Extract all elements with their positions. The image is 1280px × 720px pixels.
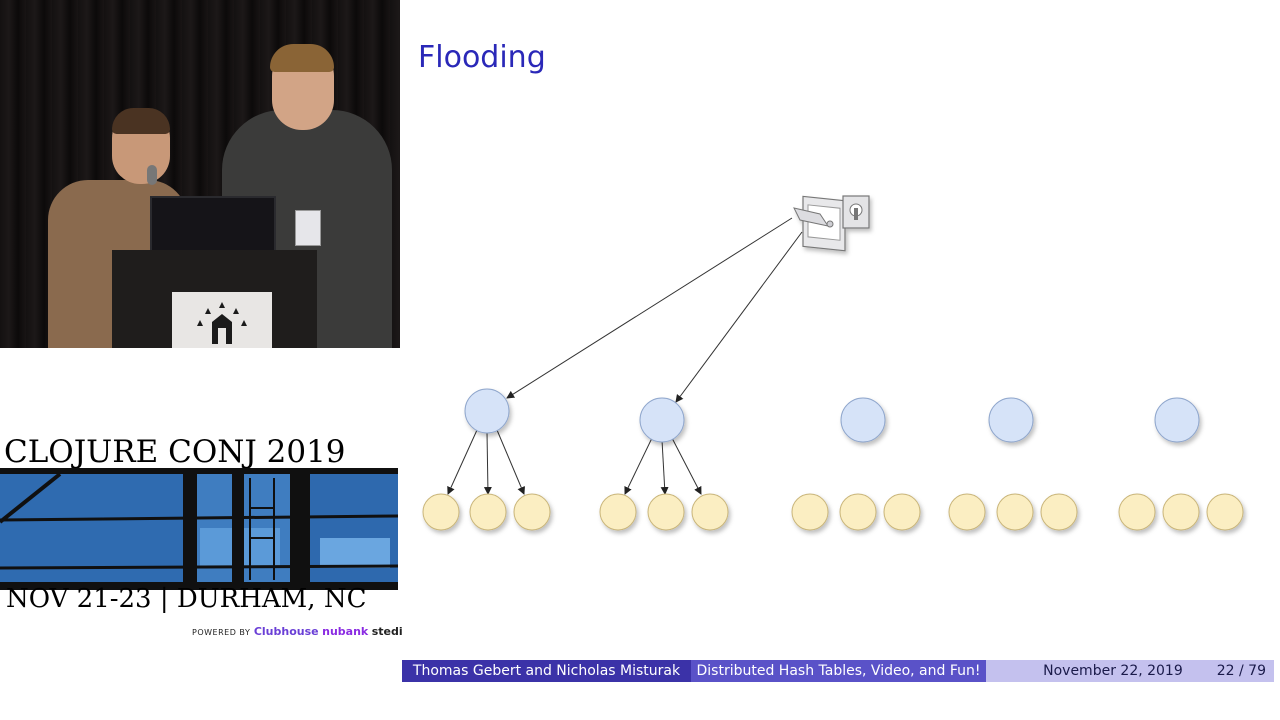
podium-logo bbox=[197, 302, 247, 344]
blue-node-4 bbox=[988, 397, 1034, 443]
sponsors-line: POWERED BY Clubhouse nubank stedi bbox=[192, 625, 403, 638]
conference-name: CLOJURE CONJ 2019 bbox=[4, 434, 346, 470]
footer-date-page: November 22, 2019 22 / 79 bbox=[986, 660, 1274, 682]
flood-arrow-2 bbox=[675, 231, 803, 403]
child-arrow-2a bbox=[624, 437, 653, 495]
yellow-node-2b bbox=[647, 493, 685, 531]
yellow-node-4a bbox=[948, 493, 986, 531]
yellow-node-4c bbox=[1040, 493, 1078, 531]
yellow-node-3c bbox=[883, 493, 921, 531]
child-arrow-2c bbox=[671, 437, 702, 495]
yellow-node-1b bbox=[469, 493, 507, 531]
child-arrow-1c bbox=[496, 429, 525, 495]
yellow-node-3a bbox=[791, 493, 829, 531]
yellow-node-2a bbox=[599, 493, 637, 531]
slide-title: Flooding bbox=[418, 40, 546, 75]
yellow-node-1a bbox=[422, 493, 460, 531]
banner-artwork bbox=[0, 468, 398, 590]
powered-by-label: POWERED BY bbox=[192, 628, 251, 637]
yellow-node-3b bbox=[839, 493, 877, 531]
flood-arrow-1 bbox=[506, 217, 793, 399]
sponsor-clubhouse: Clubhouse bbox=[253, 625, 319, 638]
conference-dates: NOV 21-23 | DURHAM, NC bbox=[6, 584, 367, 614]
laptop bbox=[150, 196, 276, 256]
slide-footer: Thomas Gebert and Nicholas Misturak Dist… bbox=[402, 660, 1274, 682]
footer-authors: Thomas Gebert and Nicholas Misturak bbox=[402, 660, 691, 682]
speaker-video bbox=[0, 0, 400, 348]
yellow-node-5c bbox=[1206, 493, 1244, 531]
child-arrow-1a bbox=[447, 429, 478, 495]
blue-node-3 bbox=[840, 397, 886, 443]
blue-node-1 bbox=[464, 388, 510, 434]
speaker-left-hair bbox=[112, 108, 170, 134]
blue-node-2 bbox=[639, 397, 685, 443]
footer-talk-title: Distributed Hash Tables, Video, and Fun! bbox=[691, 660, 986, 682]
microphone bbox=[147, 165, 157, 185]
conference-banner bbox=[0, 468, 398, 590]
sponsor-stedi: stedi bbox=[371, 625, 403, 638]
name-badge bbox=[295, 210, 321, 246]
yellow-node-1c bbox=[513, 493, 551, 531]
footer-page-number: 22 / 79 bbox=[1216, 663, 1266, 679]
blue-node-5 bbox=[1154, 397, 1200, 443]
desktop-computer-icon bbox=[793, 195, 870, 252]
podium-sign bbox=[172, 292, 272, 348]
yellow-node-5b bbox=[1162, 493, 1200, 531]
yellow-node-5a bbox=[1118, 493, 1156, 531]
sponsor-nubank: nubank bbox=[322, 625, 369, 638]
yellow-node-2c bbox=[691, 493, 729, 531]
speaker-right-hair bbox=[270, 44, 334, 72]
child-arrow-1b bbox=[483, 431, 492, 495]
flooding-diagram bbox=[422, 195, 1244, 531]
yellow-node-4b bbox=[996, 493, 1034, 531]
footer-date: November 22, 2019 bbox=[1043, 663, 1183, 679]
child-arrow-2b bbox=[660, 439, 669, 495]
